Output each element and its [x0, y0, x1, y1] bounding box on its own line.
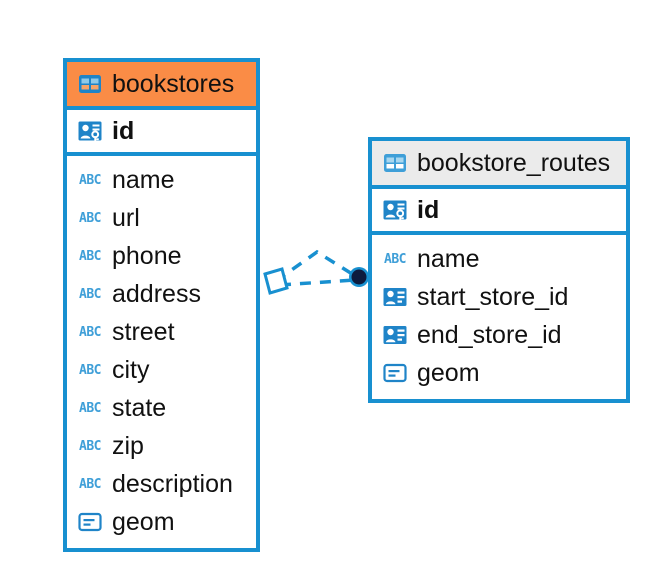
relationship-line-upper — [274, 249, 358, 283]
field-label: zip — [112, 431, 144, 460]
abc-text-icon: ABC — [384, 251, 406, 267]
abc-text-icon: ABC — [79, 324, 101, 340]
table-node-bookstore-routes[interactable]: bookstore_routes id ABC name — [368, 137, 630, 403]
table-node-bookstores[interactable]: bookstores id ABC name ABC url — [63, 58, 260, 552]
table-title: bookstores — [112, 69, 235, 98]
field-row[interactable]: ABC url — [67, 199, 256, 237]
field-row[interactable]: ABC city — [67, 351, 256, 389]
abc-text-icon: ABC — [79, 172, 101, 188]
field-row[interactable]: ABC name — [372, 240, 626, 278]
field-label: name — [112, 165, 175, 194]
field-label: street — [112, 317, 175, 346]
field-label: start_store_id — [417, 282, 569, 311]
field-label: phone — [112, 241, 182, 270]
foreign-key-icon — [382, 322, 408, 348]
relationship-line-lower — [279, 278, 356, 287]
field-label: end_store_id — [417, 320, 562, 349]
geometry-icon — [77, 509, 103, 535]
primary-key-label: id — [417, 195, 440, 224]
table-icon — [382, 150, 408, 176]
field-row[interactable]: start_store_id — [372, 278, 626, 316]
field-label: url — [112, 203, 140, 232]
field-label: address — [112, 279, 201, 308]
field-row[interactable]: ABC state — [67, 389, 256, 427]
field-row[interactable]: ABC name — [67, 161, 256, 199]
foreign-key-icon — [382, 284, 408, 310]
field-row[interactable]: ABC description — [67, 465, 256, 503]
field-row[interactable]: ABC street — [67, 313, 256, 351]
field-label: state — [112, 393, 167, 422]
field-label: description — [112, 469, 233, 498]
table-header-bookstores[interactable]: bookstores — [67, 62, 256, 110]
primary-key-label: id — [112, 116, 135, 145]
abc-text-icon: ABC — [79, 248, 101, 264]
table-icon — [77, 71, 103, 97]
table-header-bookstore-routes[interactable]: bookstore_routes — [372, 141, 626, 189]
primary-key-icon — [382, 197, 408, 223]
field-row[interactable]: end_store_id — [372, 316, 626, 354]
primary-key-row-bookstore-routes[interactable]: id — [372, 189, 626, 235]
field-label: geom — [417, 358, 480, 387]
field-label: geom — [112, 507, 175, 536]
field-label: city — [112, 355, 150, 384]
field-row[interactable]: ABC phone — [67, 237, 256, 275]
table-title: bookstore_routes — [417, 148, 611, 177]
geometry-icon — [382, 360, 408, 386]
field-row[interactable]: geom — [67, 503, 256, 541]
abc-text-icon: ABC — [79, 400, 101, 416]
abc-text-icon: ABC — [79, 476, 101, 492]
field-list-bookstore-routes: ABC name start_store_id — [372, 235, 626, 399]
abc-text-icon: ABC — [79, 362, 101, 378]
abc-text-icon: ABC — [79, 438, 101, 454]
field-list-bookstores: ABC name ABC url ABC phone ABC address A… — [67, 156, 256, 548]
field-label: name — [417, 244, 480, 273]
field-row[interactable]: ABC address — [67, 275, 256, 313]
field-row[interactable]: ABC zip — [67, 427, 256, 465]
diamond-endpoint-icon — [263, 267, 289, 295]
field-row[interactable]: geom — [372, 354, 626, 392]
primary-key-row-bookstores[interactable]: id — [67, 110, 256, 156]
abc-text-icon: ABC — [79, 286, 101, 302]
filled-circle-endpoint-icon — [349, 267, 369, 287]
primary-key-icon — [77, 118, 103, 144]
abc-text-icon: ABC — [79, 210, 101, 226]
